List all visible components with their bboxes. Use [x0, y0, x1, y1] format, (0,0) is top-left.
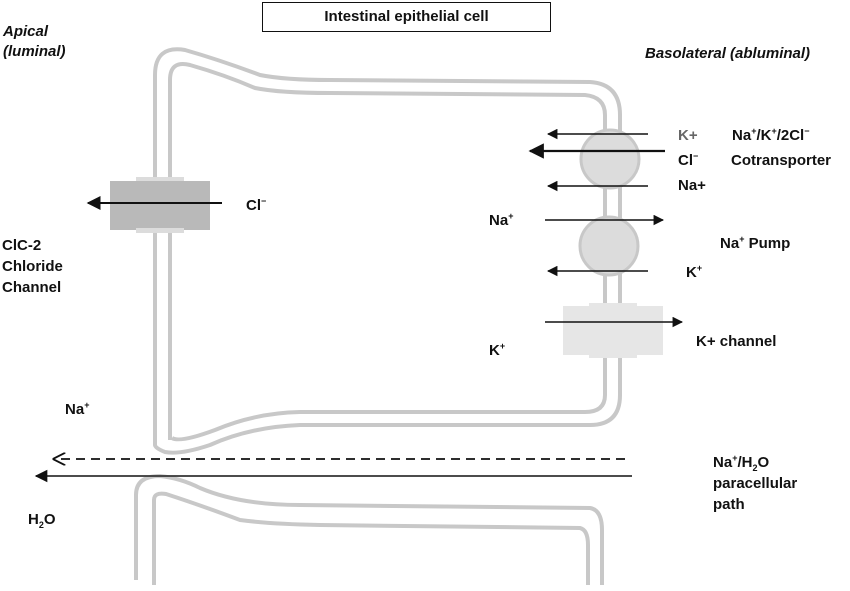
na-pump-name-charge: +: [739, 234, 745, 244]
k-channel-ion-charge: +: [499, 341, 506, 351]
upper-cell-membrane-outer: [153, 47, 622, 455]
na-pump-name-na: Na: [720, 235, 740, 252]
nkcc-k-charge: +: [771, 126, 777, 136]
k-channel-name: K+ channel: [696, 333, 777, 350]
paracellular-name-line2: paracellular: [713, 475, 798, 492]
title: Intestinal epithelial cell: [324, 8, 489, 25]
pump-na-text: Na: [489, 212, 509, 229]
nkcc-cotransporter-circle: [579, 128, 641, 190]
pump-na-charge: +: [508, 211, 514, 221]
cotransporter-cl-charge: −: [693, 151, 699, 161]
apical-label-line2: (luminal): [3, 43, 66, 60]
cotransporter-na-label: Na+: [678, 177, 706, 194]
cl-text: Cl: [246, 197, 261, 214]
clc2-channel-cap-bottom: [136, 228, 184, 233]
nkcc-k: /K: [756, 127, 772, 144]
cotransporter-name-line2: Cotransporter: [731, 152, 832, 169]
upper-cell-membrane-inner: [168, 62, 607, 442]
k-channel-cap-bottom: [589, 353, 637, 358]
pc-na-charge: +: [732, 453, 738, 463]
k-channel-cap-top: [589, 303, 637, 308]
lower-cell-membrane-inner: [152, 491, 590, 585]
h2o-o: O: [43, 511, 56, 528]
h2o-h: H: [28, 511, 39, 528]
pc-h: /H: [737, 454, 753, 471]
nkcc-cl: /2Cl: [776, 127, 805, 144]
pump-k-charge: +: [696, 263, 703, 273]
pump-k-label: K+: [686, 263, 702, 283]
title-box: Intestinal epithelial cell: [262, 2, 551, 32]
na-pump-name-suffix: Pump: [744, 235, 791, 252]
clc2-channel-label: ClC-2 Chloride Channel: [2, 235, 63, 298]
paracellular-name-line1: Na+/H2O: [713, 452, 797, 473]
k-channel-ion-text: K: [489, 342, 500, 359]
pc-sub: 2: [752, 463, 758, 473]
nkcc-na-charge: +: [751, 126, 757, 136]
clc2-label-line1: ClC-2: [2, 237, 42, 254]
cotransporter-name-line1: Na+/K+/2Cl−: [732, 126, 810, 146]
clc2-chloride-channel: [110, 177, 210, 233]
paracellular-h2o-label: H2O: [28, 510, 56, 530]
cotransporter-cl-label: Cl−: [678, 151, 698, 171]
apical-label: Apical (luminal): [3, 22, 66, 62]
pc-na: Na: [713, 454, 733, 471]
clc2-label-line3: Channel: [2, 279, 62, 296]
paracellular-name-line3: path: [713, 496, 745, 513]
h2o-sub: 2: [38, 520, 44, 530]
na-pump-name: Na+ Pump: [720, 234, 790, 254]
paracellular-na-charge: +: [84, 400, 90, 410]
nkcc-cl-charge: −: [804, 126, 810, 136]
cotransporter-cl-text: Cl: [678, 152, 693, 169]
upper-cell-membrane: [153, 47, 622, 455]
pc-o: O: [757, 454, 770, 471]
k-channel-body: [563, 306, 663, 355]
clc2-channel-cap-top: [136, 177, 184, 182]
k-channel: [563, 303, 663, 358]
basolateral-label: Basolateral (abluminal): [645, 45, 811, 62]
lower-cell-membrane: [134, 473, 604, 585]
pump-na-label: Na+: [489, 211, 513, 231]
clc2-label-line2: Chloride: [2, 258, 63, 275]
clc2-channel-body: [110, 181, 210, 230]
nkcc-na: Na: [732, 127, 752, 144]
pump-k-text: K: [686, 264, 697, 281]
k-channel-ion-label: K+: [489, 341, 505, 361]
cotransporter-k-label: K+: [678, 127, 698, 144]
lower-cell-membrane-outer: [134, 473, 604, 585]
paracellular-na-text: Na: [65, 401, 85, 418]
apical-label-line1: Apical: [3, 23, 49, 40]
paracellular-path-label: Na+/H2O paracellular path: [713, 452, 797, 515]
paracellular-na-label: Na+: [65, 400, 89, 420]
na-pump-circle: [578, 215, 640, 277]
apical-cl-ion-label: Cl−: [246, 196, 266, 216]
cl-charge: −: [261, 196, 267, 206]
